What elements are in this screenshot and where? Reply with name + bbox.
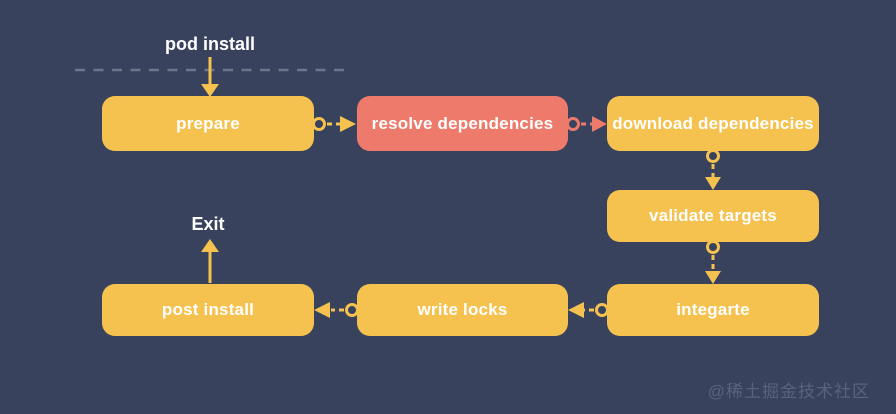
edge-download-to-validate-arrow <box>705 149 721 190</box>
edge-entry-to-prepare-arrow <box>201 57 219 97</box>
exit-label: Exit <box>191 214 225 234</box>
edge-writelocks-to-postinstall-arrow <box>314 302 359 318</box>
node-post-install: post install <box>102 284 314 336</box>
edge-resolve-to-download-arrow <box>566 116 607 132</box>
edge-postinstall-to-exit-arrow <box>201 239 219 283</box>
entry-label: pod install <box>165 34 255 54</box>
node-download-dependencies: download dependencies <box>607 96 819 151</box>
node-integarte: integarte <box>607 284 819 336</box>
edge-validate-to-integarte-arrow <box>705 240 721 284</box>
node-validate-targets: validate targets <box>607 190 819 242</box>
edge-integarte-to-writelocks-arrow <box>568 302 609 318</box>
node-resolve-dependencies: resolve dependencies <box>357 96 568 151</box>
node-write-locks: write locks <box>357 284 568 336</box>
edge-prepare-to-resolve-arrow <box>312 116 356 132</box>
node-prepare: prepare <box>102 96 314 151</box>
watermark-text: @稀土掘金技术社区 <box>707 382 870 401</box>
